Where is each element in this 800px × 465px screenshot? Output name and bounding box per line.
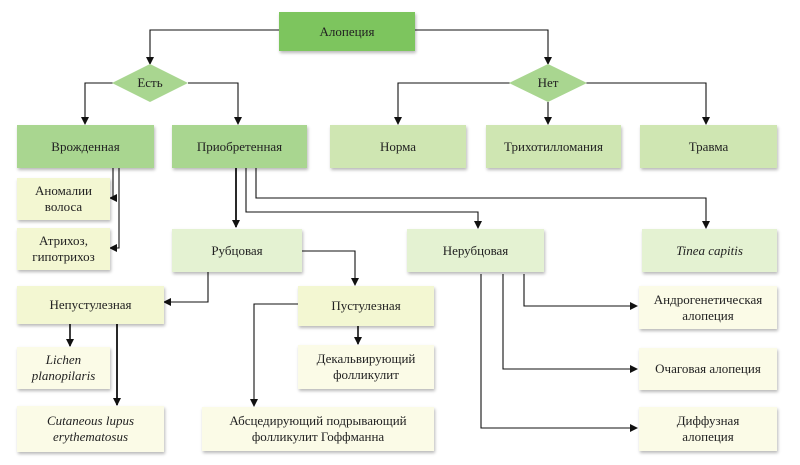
line-congenital-atrichosis <box>109 168 120 252</box>
decision-yes-label: Есть <box>137 75 163 90</box>
line-yes-acquired <box>188 82 242 125</box>
line-acquired-nonscarring <box>245 168 482 229</box>
line-nonscarring-diffuse <box>480 274 638 432</box>
line-nonscarring-androgenetic <box>523 274 638 310</box>
line-root-no <box>415 29 552 65</box>
line-scarring-pustular <box>302 250 359 286</box>
line-no-norm <box>394 82 515 125</box>
node-acquired: Приобретенная <box>172 125 307 168</box>
node-trichotillomania: Трихотилломания <box>486 125 621 168</box>
node-scarring: Рубцовая <box>172 229 302 272</box>
line-pustular-hoffmann <box>250 303 298 407</box>
line-yes-congenital <box>81 82 117 125</box>
decision-yes-shape <box>112 64 188 102</box>
decision-no-label: Нет <box>537 75 559 90</box>
decision-no-shape <box>509 64 587 102</box>
line-acquired-tinea <box>255 168 710 229</box>
node-tinea-capitis: Tinea capitis <box>642 229 777 272</box>
line-nonscarring-areata <box>502 274 638 373</box>
node-atrichosis: Атрихоз,гипотрихоз <box>17 228 110 270</box>
line-root-yes <box>146 29 279 65</box>
node-trauma: Травма <box>640 125 777 168</box>
node-nonscarring: Нерубцовая <box>407 229 544 272</box>
line-congenital-anomalies <box>109 168 117 202</box>
node-norm: Норма <box>330 125 466 168</box>
line-no-trauma <box>582 82 710 125</box>
node-pustular: Пустулезная <box>298 286 434 326</box>
node-congenital: Врожденная <box>17 125 154 168</box>
line-scarring-nonpustular <box>163 272 209 306</box>
node-nonpustular: Непустулезная <box>17 286 164 324</box>
node-alopecia: Алопеция <box>279 12 415 51</box>
node-alopecia-areata: Очаговая алопеция <box>639 348 777 390</box>
